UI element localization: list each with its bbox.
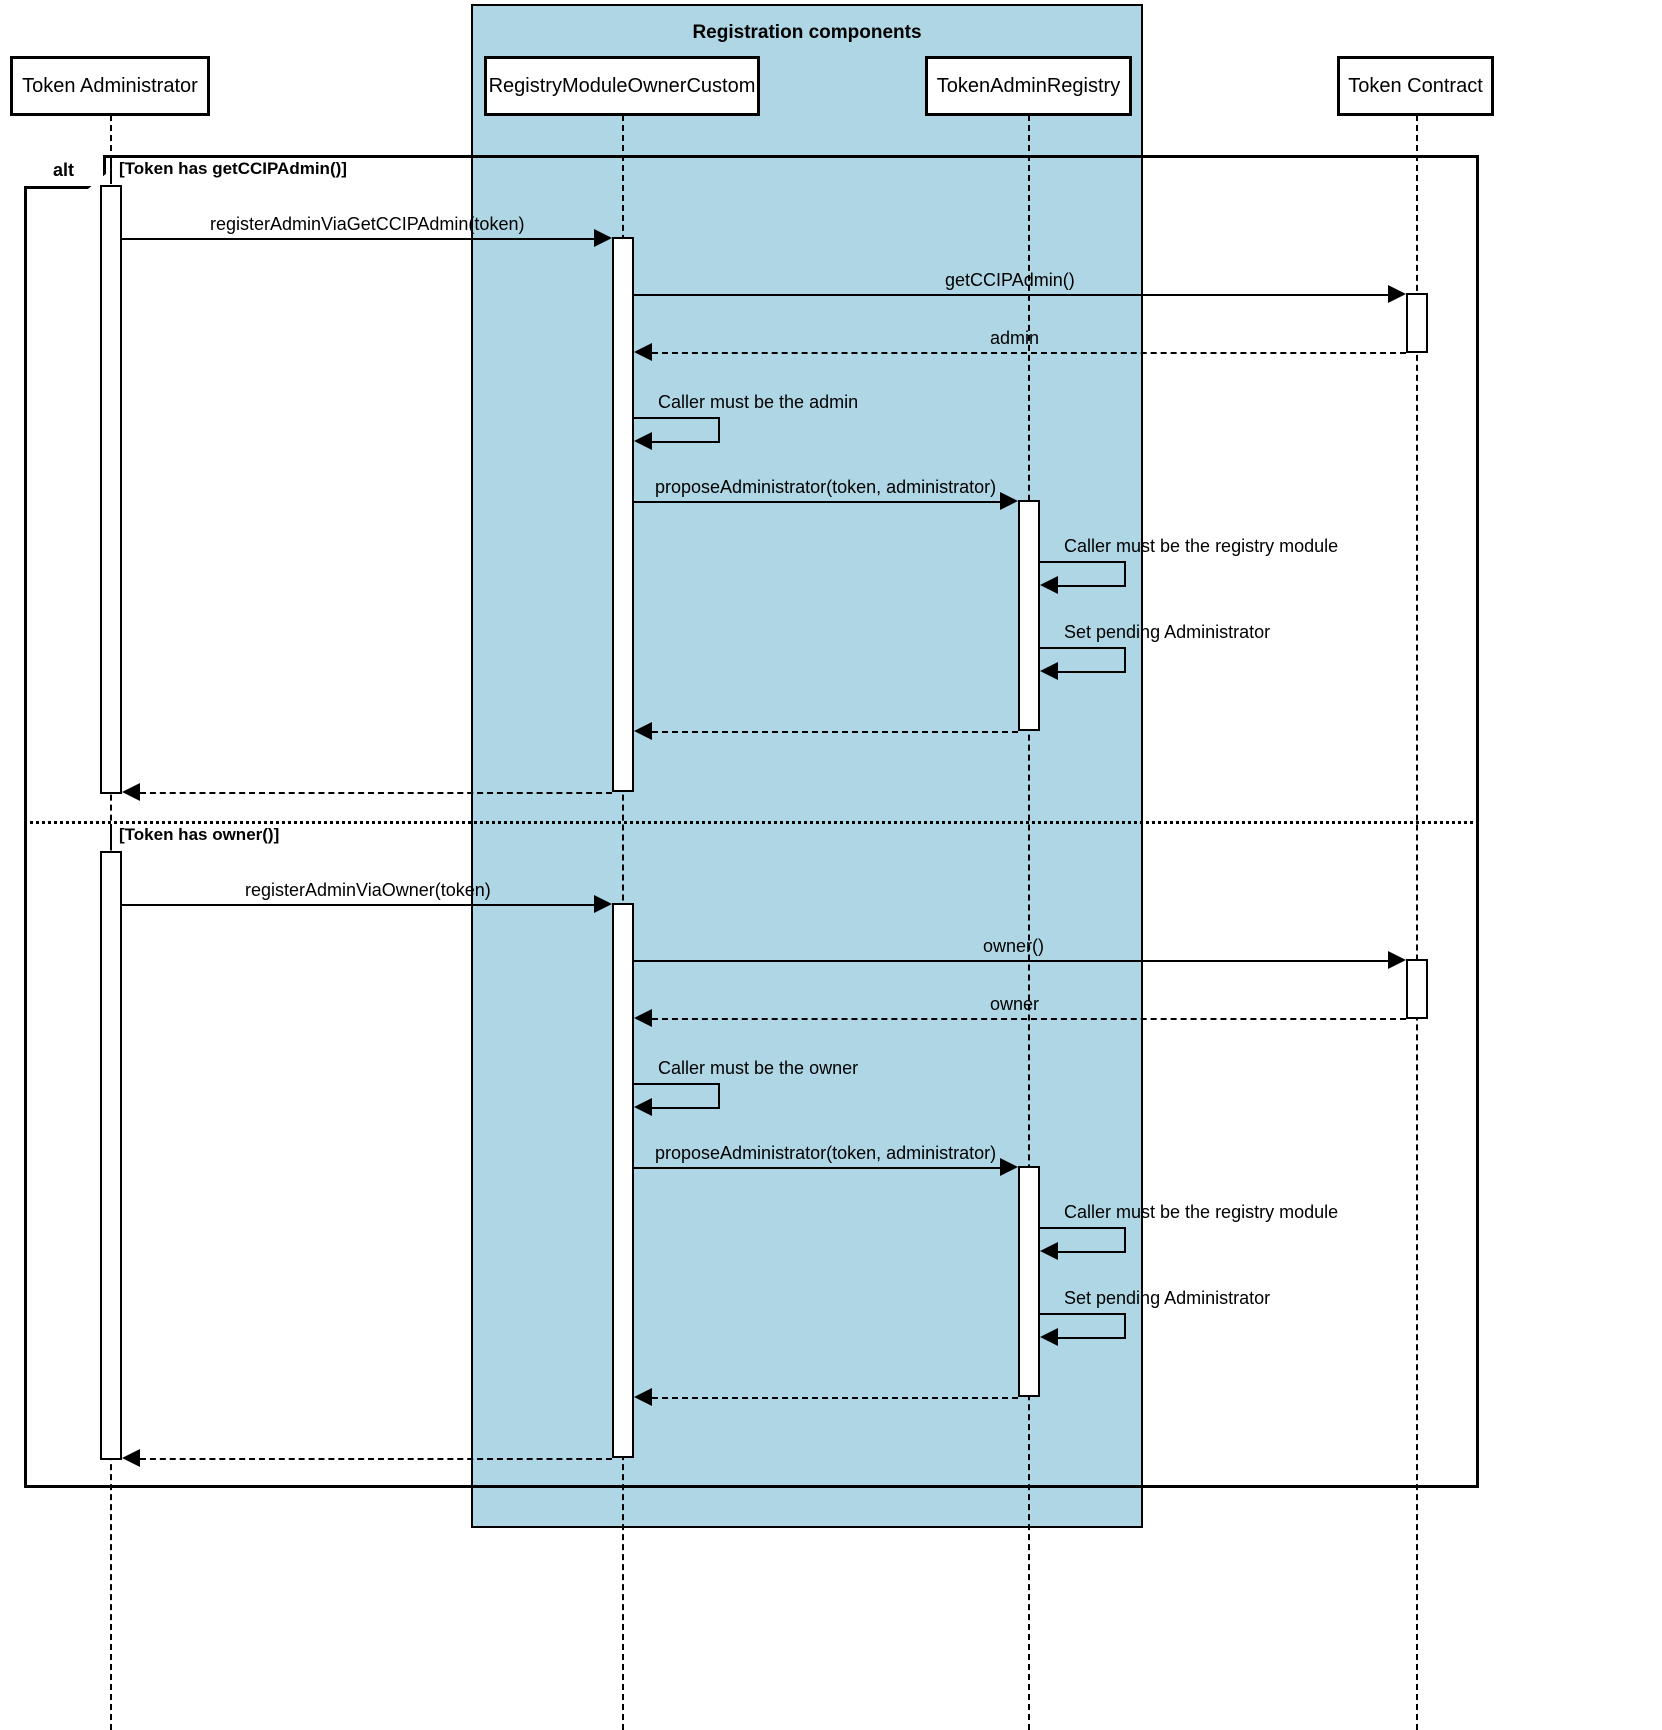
selfcall-top-7 xyxy=(1040,647,1126,649)
guard-tick-2 xyxy=(110,824,112,850)
message-line-2 xyxy=(634,294,1394,296)
selfcall-bottom-15 xyxy=(1058,1251,1126,1253)
selfcall-top-15 xyxy=(1040,1227,1126,1229)
selfcall-top-16 xyxy=(1040,1313,1126,1315)
activation-tokencontract-1 xyxy=(1406,293,1428,353)
selfcall-arrowhead-6 xyxy=(1040,576,1058,594)
message-line-11 xyxy=(634,960,1394,962)
message-line-1 xyxy=(122,238,606,240)
message-line-10 xyxy=(122,904,606,906)
message-arrowhead-11 xyxy=(1388,951,1406,969)
message-arrowhead-12 xyxy=(634,1009,652,1027)
activation-registry-1 xyxy=(612,237,634,792)
alt-guard-1: [Token has getCCIPAdmin()] xyxy=(119,159,347,178)
activation-tokenadminregistry-1 xyxy=(1018,500,1040,731)
message-line-14 xyxy=(634,1167,1006,1169)
selfcall-right-16 xyxy=(1124,1313,1126,1338)
message-line-5 xyxy=(634,501,1006,503)
message-label-16: Set pending Administrator xyxy=(1064,1288,1271,1308)
message-line-12 xyxy=(652,1018,1406,1020)
selfcall-right-13 xyxy=(718,1083,720,1108)
guard-tick-1 xyxy=(110,158,112,184)
selfcall-top-4 xyxy=(634,417,720,419)
message-arrowhead-9 xyxy=(122,783,140,801)
message-arrowhead-1 xyxy=(594,229,612,247)
selfcall-bottom-6 xyxy=(1058,585,1126,587)
participant-registrymoduleownercustom[interactable]: RegistryModuleOwnerCustom xyxy=(484,56,760,116)
activation-admin-1 xyxy=(100,185,122,794)
participant-label: RegistryModuleOwnerCustom xyxy=(488,74,756,97)
group-box-title: Registration components xyxy=(692,22,922,43)
message-arrowhead-10 xyxy=(594,895,612,913)
selfcall-bottom-7 xyxy=(1058,671,1126,673)
selfcall-right-7 xyxy=(1124,647,1126,672)
participant-label: TokenAdminRegistry xyxy=(936,74,1121,97)
message-arrowhead-2 xyxy=(1388,285,1406,303)
message-label-15: Caller must be the registry module xyxy=(1064,1202,1339,1222)
message-label-5: proposeAdministrator(token, administrato… xyxy=(655,477,997,497)
message-label-13: Caller must be the owner xyxy=(658,1058,859,1078)
selfcall-arrowhead-13 xyxy=(634,1098,652,1116)
message-label-10: registerAdminViaOwner(token) xyxy=(245,880,491,900)
selfcall-top-13 xyxy=(634,1083,720,1085)
message-line-8 xyxy=(652,731,1018,733)
message-label-7: Set pending Administrator xyxy=(1064,622,1271,642)
activation-registry-2 xyxy=(612,903,634,1458)
selfcall-bottom-13 xyxy=(652,1107,720,1109)
participant-tokenadminregistry[interactable]: TokenAdminRegistry xyxy=(925,56,1132,116)
message-label-2: getCCIPAdmin() xyxy=(945,270,1075,290)
alt-separator xyxy=(24,821,1479,824)
selfcall-top-6 xyxy=(1040,561,1126,563)
message-arrowhead-14 xyxy=(1000,1158,1018,1176)
alt-operator-label: alt xyxy=(52,160,74,180)
message-label-12: owner xyxy=(990,994,1040,1014)
participant-label: Token Administrator xyxy=(22,74,198,97)
selfcall-arrowhead-7 xyxy=(1040,662,1058,680)
message-label-14: proposeAdministrator(token, administrato… xyxy=(655,1143,997,1163)
selfcall-right-4 xyxy=(718,417,720,442)
message-arrowhead-17 xyxy=(634,1388,652,1406)
message-line-3 xyxy=(652,352,1406,354)
message-label-3: admin xyxy=(990,328,1040,348)
participant-label: Token Contract xyxy=(1348,74,1483,97)
lifeline-tokenadminregistry xyxy=(1028,115,1030,1730)
activation-tokencontract-2 xyxy=(1406,959,1428,1019)
lifeline-token-contract xyxy=(1416,115,1418,1730)
message-line-18 xyxy=(140,1458,612,1460)
participant-token-contract[interactable]: Token Contract xyxy=(1337,56,1494,116)
participant-token-administrator[interactable]: Token Administrator xyxy=(10,56,210,116)
selfcall-bottom-4 xyxy=(652,441,720,443)
message-arrowhead-18 xyxy=(122,1449,140,1467)
selfcall-arrowhead-15 xyxy=(1040,1242,1058,1260)
selfcall-right-15 xyxy=(1124,1227,1126,1252)
message-label-1: registerAdminViaGetCCIPAdmin(token) xyxy=(210,214,525,234)
message-arrowhead-3 xyxy=(634,343,652,361)
message-label-6: Caller must be the registry module xyxy=(1064,536,1339,556)
alt-fragment-tab: alt xyxy=(24,155,106,189)
selfcall-bottom-16 xyxy=(1058,1337,1126,1339)
selfcall-arrowhead-4 xyxy=(634,432,652,450)
selfcall-right-6 xyxy=(1124,561,1126,586)
message-label-4: Caller must be the admin xyxy=(658,392,859,412)
alt-guard-2: [Token has owner()] xyxy=(119,825,280,844)
message-label-11: owner() xyxy=(983,936,1045,956)
selfcall-arrowhead-16 xyxy=(1040,1328,1058,1346)
message-arrowhead-5 xyxy=(1000,492,1018,510)
activation-tokenadminregistry-2 xyxy=(1018,1166,1040,1397)
activation-admin-2 xyxy=(100,851,122,1460)
message-line-17 xyxy=(652,1397,1018,1399)
message-arrowhead-8 xyxy=(634,722,652,740)
message-line-9 xyxy=(140,792,612,794)
